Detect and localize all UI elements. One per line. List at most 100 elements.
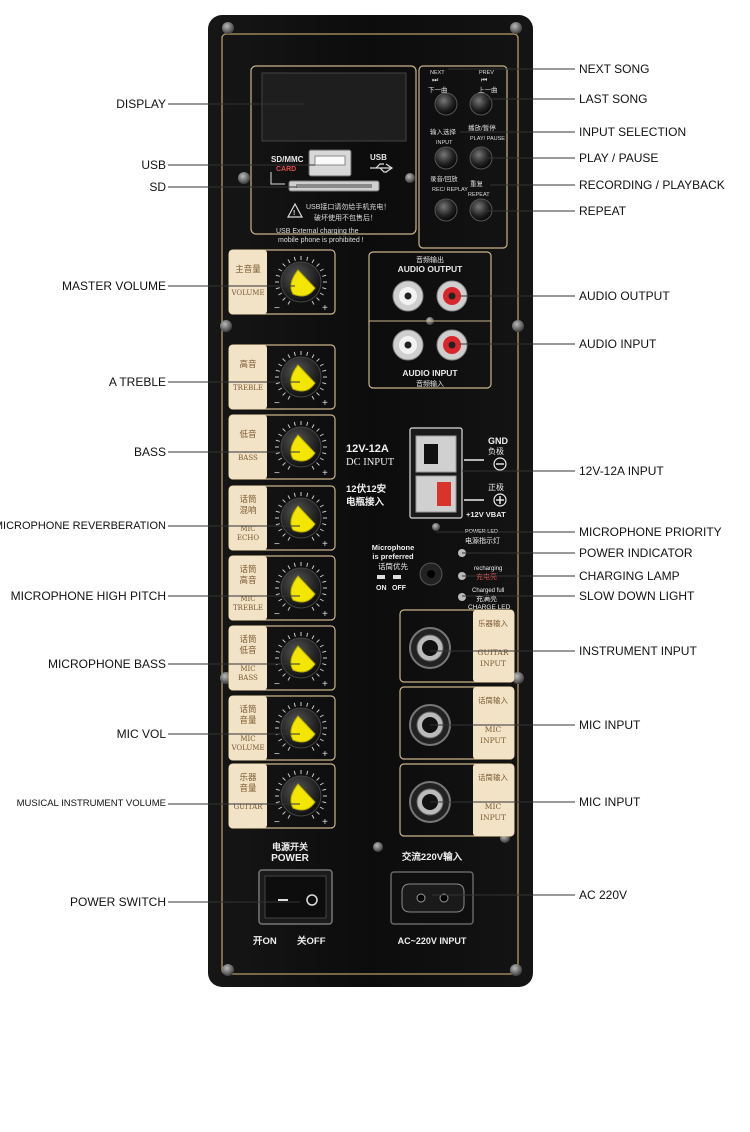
knob-tick [287,565,291,570]
knob-tick [278,782,283,786]
callout-slow-down-light: SLOW DOWN LIGHT [579,589,695,603]
display-module: SD/MMC CARD USB ! USB接口请勿给手机充电！ 破坏使用不包售后… [250,65,417,244]
ac-en: AC~220V INPUT [398,936,467,946]
knob-tick [275,287,280,290]
jack-label-cn: 话筒输入 [478,772,508,782]
record-playback-button[interactable] [434,198,458,222]
usb-warning-cn-2: 破坏使用不包售后！ [314,213,377,222]
knob-tick [316,428,320,432]
knob-tick [306,351,309,356]
knob-tick [282,673,286,677]
callout-next-song: NEXT SONG [579,62,650,76]
knob-label-cn2: 音量 [239,783,257,794]
knob-tick [275,801,280,804]
knob-label-en2: ECHO [237,534,260,542]
knob-tick [278,574,283,578]
charged-full-led [458,593,466,601]
knob-tick [316,603,320,607]
knob-tick [278,292,283,296]
knob-plus-label: + [322,468,328,479]
knob-tick [275,720,280,723]
knob-tick [278,668,283,672]
callout-instrument-volume: MUSICAL INSTRUMENT VOLUME [16,798,166,809]
power-en: POWER [271,853,310,864]
ac-cn: 交流220V输入 [402,851,463,863]
sd-mmc-label: SD/MMC [271,155,304,164]
knob-tick [282,743,286,747]
knob-plus-label: + [322,817,328,828]
knob-tick [282,777,286,781]
mic-pref-on: ON [376,585,387,592]
knob-label-en1: GUITAR [234,803,264,811]
dc-positive-terminal[interactable] [437,482,451,506]
knob-tick [278,457,283,461]
knob-tick [311,773,315,778]
knob-label-en1: TREBLE [233,384,263,392]
knob-tick [275,452,280,455]
input-selection-button[interactable] [434,146,458,170]
mic-pref-line1: Microphone [372,543,415,552]
knob-tick [316,499,320,503]
knob-tick [316,297,320,301]
knob-tick [306,562,309,567]
knob-pointer [290,645,316,673]
knob-tick [319,387,324,391]
knob-label-en1: MIC [240,735,255,743]
knob-tick [322,733,327,736]
rec-en-label: REC/ REPLAY [432,187,468,193]
knob-label-bg [229,250,267,314]
knob-tick [311,354,315,359]
knob-tick [316,358,320,362]
knob-tick [287,300,291,305]
knob-tick [311,395,315,400]
knob-tick [293,351,296,356]
dc-subtitle: DC INPUT [346,457,395,468]
knob-tick [275,523,280,526]
repeat-button[interactable] [469,198,493,222]
knob-label-bg [229,556,267,620]
knob-tick [278,644,283,648]
knob-label-cn2: 混响 [239,505,256,516]
knob-tick [293,256,296,261]
knob-tick [316,639,320,643]
knob-tick [287,676,291,681]
knob-tick [311,465,315,470]
input-cn-label: 输入选择 [430,127,457,136]
knob-label-en1: VOLUME [230,289,264,297]
next-song-button[interactable] [434,92,458,116]
knob-tick [306,702,309,707]
power-cn: 电源开关 [272,841,308,852]
callout-audio-output: AUDIO OUTPUT [579,289,670,303]
jack-label-en2: INPUT [480,659,506,668]
knob-label-cn2: 低音 [239,645,257,656]
knob-plus-label: + [322,303,328,314]
knob-label-cn1: 话筒 [239,564,256,575]
last-song-button[interactable] [469,92,493,116]
knob-minus-label: − [274,679,280,690]
knob-tick [319,574,324,578]
callout-master-volume: MASTER VOLUME [61,279,166,293]
knob-tick [322,274,327,277]
knob-minus-label: − [274,398,280,409]
power-section: 电源开关 POWER 开ON 关OFF [253,841,333,947]
knob-tick [293,702,296,707]
knob-tick [275,580,280,583]
audio-input-en: AUDIO INPUT [402,368,458,378]
knob-tick [322,369,327,372]
knob-tick [311,424,315,429]
knob-tick [275,274,280,277]
knob-tick [293,492,296,497]
knob-tick [282,811,286,815]
power-on-label: 开ON [253,936,277,947]
knob-tick [282,603,286,607]
knob-label-bg [229,696,267,760]
knob-label-cn1: 话筒 [239,704,256,715]
knob-label-cn1: 主音量 [235,264,261,275]
next-cn-label: 下一曲 [428,85,448,94]
knob-label-en1: MIC [240,525,255,533]
audio-output-en: AUDIO OUTPUT [398,264,464,274]
gnd-cn-label: 负极 [488,446,504,456]
knob-tick [319,268,324,272]
